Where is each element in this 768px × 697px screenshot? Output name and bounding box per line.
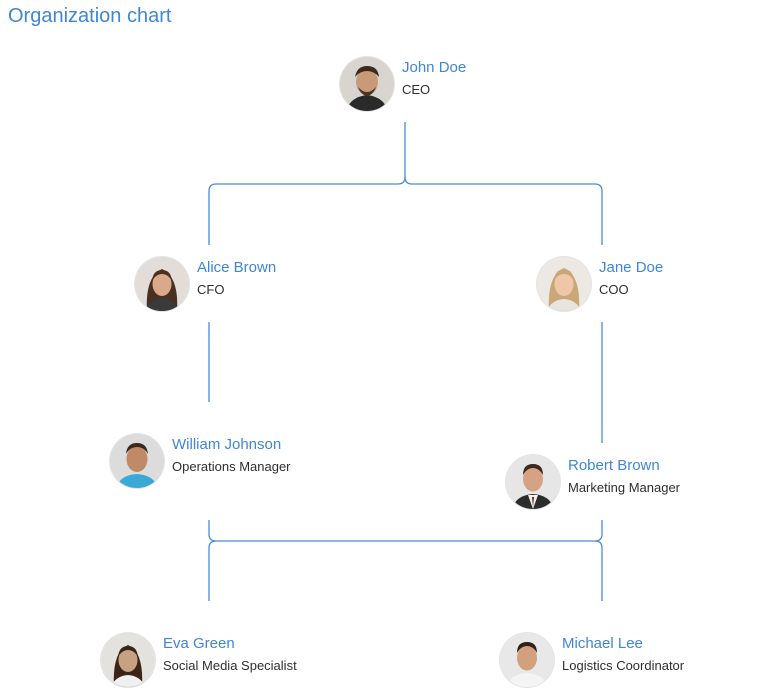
node-name: William Johnson [172,436,282,453]
connector-leaf-left [208,540,217,601]
connector-leaf-right [594,540,603,601]
connector-ceo-split-right [404,176,603,245]
node-name: Alice Brown [197,259,277,276]
connector-ceo-split [208,122,406,245]
avatar-photo-icon [135,257,189,311]
node-role: Operations Manager [172,459,291,474]
node-role: Marketing Manager [568,480,680,495]
avatar-photo-icon [537,257,591,311]
node-name: Jane Doe [599,259,664,276]
avatar-photo-icon [500,633,554,687]
avatar-photo-icon [340,57,394,111]
node-role: CEO [402,82,431,97]
node-role: CFO [197,282,225,297]
avatar-photo-icon [110,434,164,488]
node-role: COO [599,282,629,297]
node-role: Social Media Specialist [163,658,297,673]
avatar-photo-icon [506,455,560,509]
page-title: Organization chart [8,5,172,27]
node-role: Logistics Coordinator [562,658,685,673]
node-name: Michael Lee [562,635,643,652]
connector-merge [208,520,603,542]
node-name: Eva Green [163,635,235,652]
node-name: John Doe [402,59,467,76]
avatar-photo-icon [101,633,155,687]
node-name: Robert Brown [568,457,660,474]
